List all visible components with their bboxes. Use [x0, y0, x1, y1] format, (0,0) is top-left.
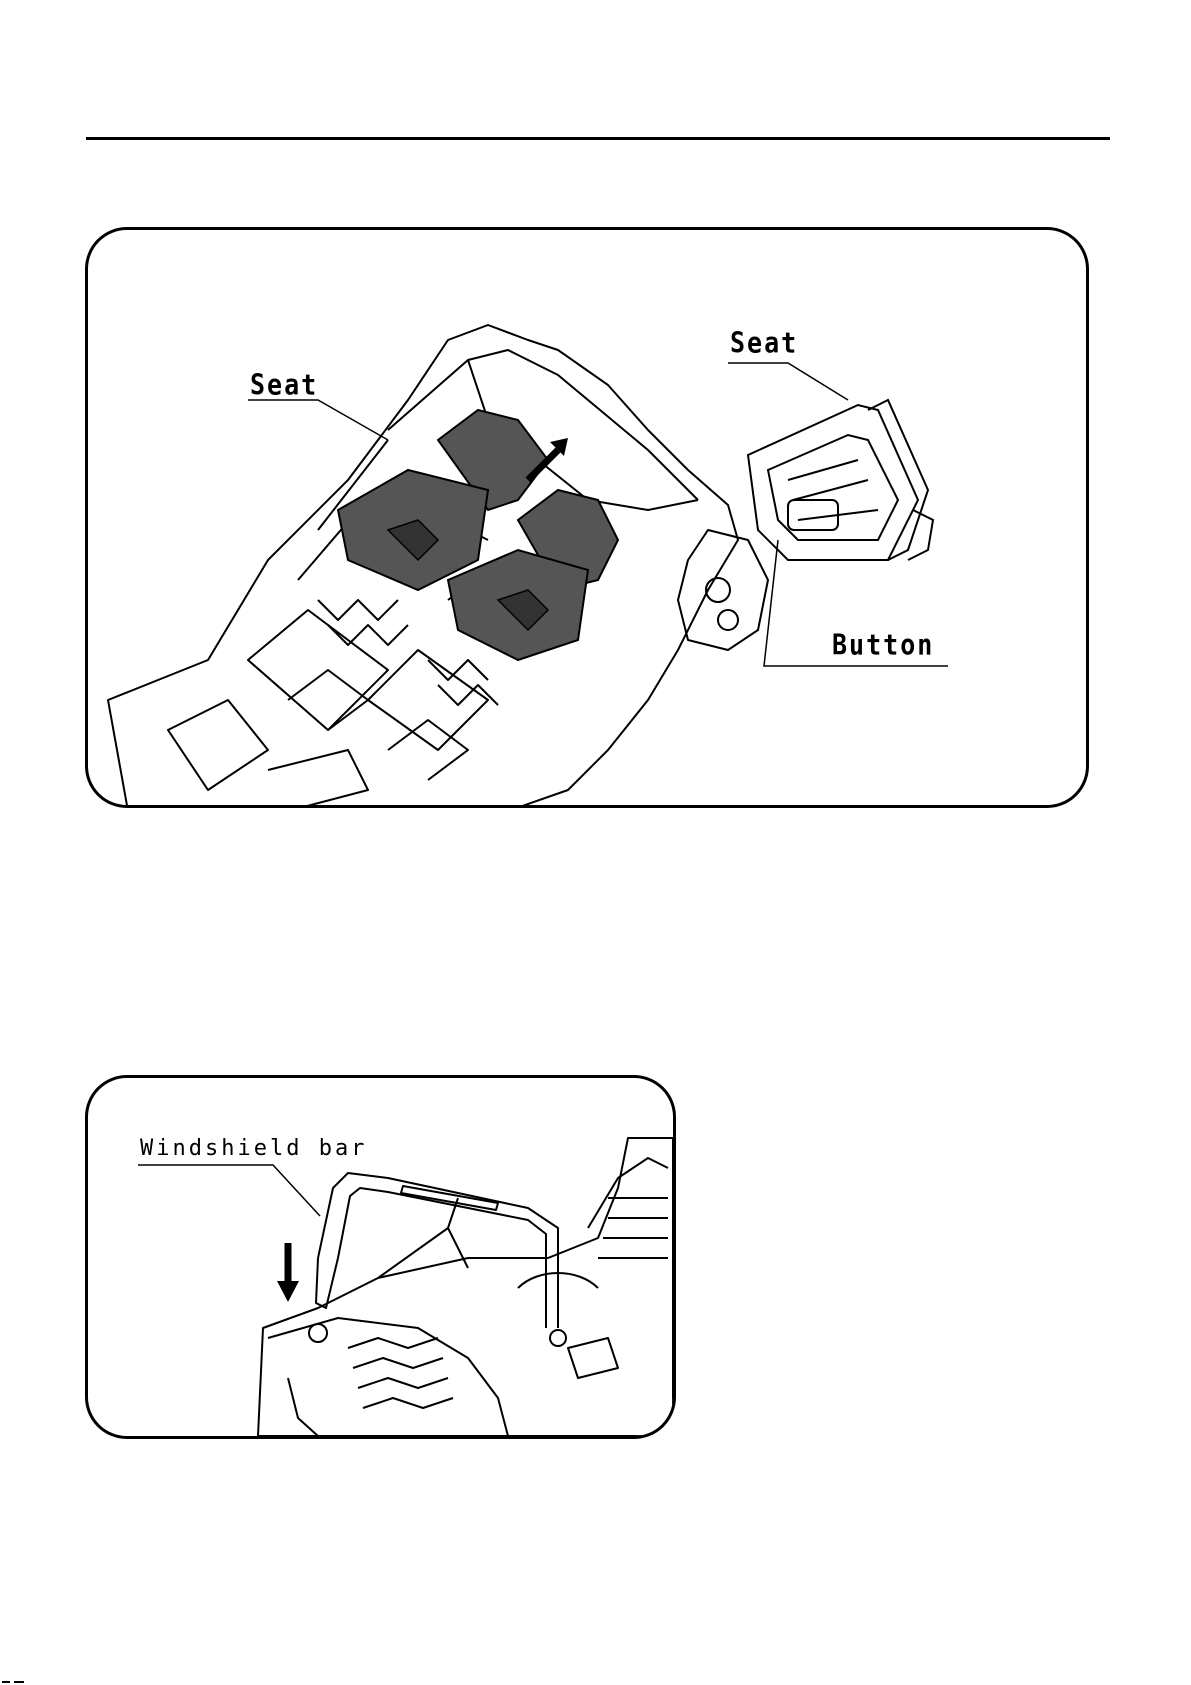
windshield-bar-part: [318, 1173, 558, 1328]
seat-label-right: Seat: [730, 326, 798, 359]
figure-windshield-bar: Windshield bar: [85, 1075, 676, 1439]
button-label: Button: [832, 628, 934, 661]
seat-illustration: [88, 230, 1089, 808]
figure-seat-installation: Seat Seat Button: [85, 227, 1089, 808]
seat-left-leader: [248, 400, 388, 440]
seat-label-left: Seat: [250, 368, 318, 401]
seat-right-leader: [728, 363, 848, 400]
windshield-illustration: [88, 1078, 676, 1439]
windshield-bar-leader: [138, 1165, 320, 1216]
arrow-down-icon: [277, 1243, 299, 1302]
corner-mark: [0, 1672, 28, 1685]
header-rule: [86, 137, 1110, 140]
windshield-bar-label: Windshield bar: [140, 1136, 367, 1161]
detached-seat: [748, 400, 933, 560]
